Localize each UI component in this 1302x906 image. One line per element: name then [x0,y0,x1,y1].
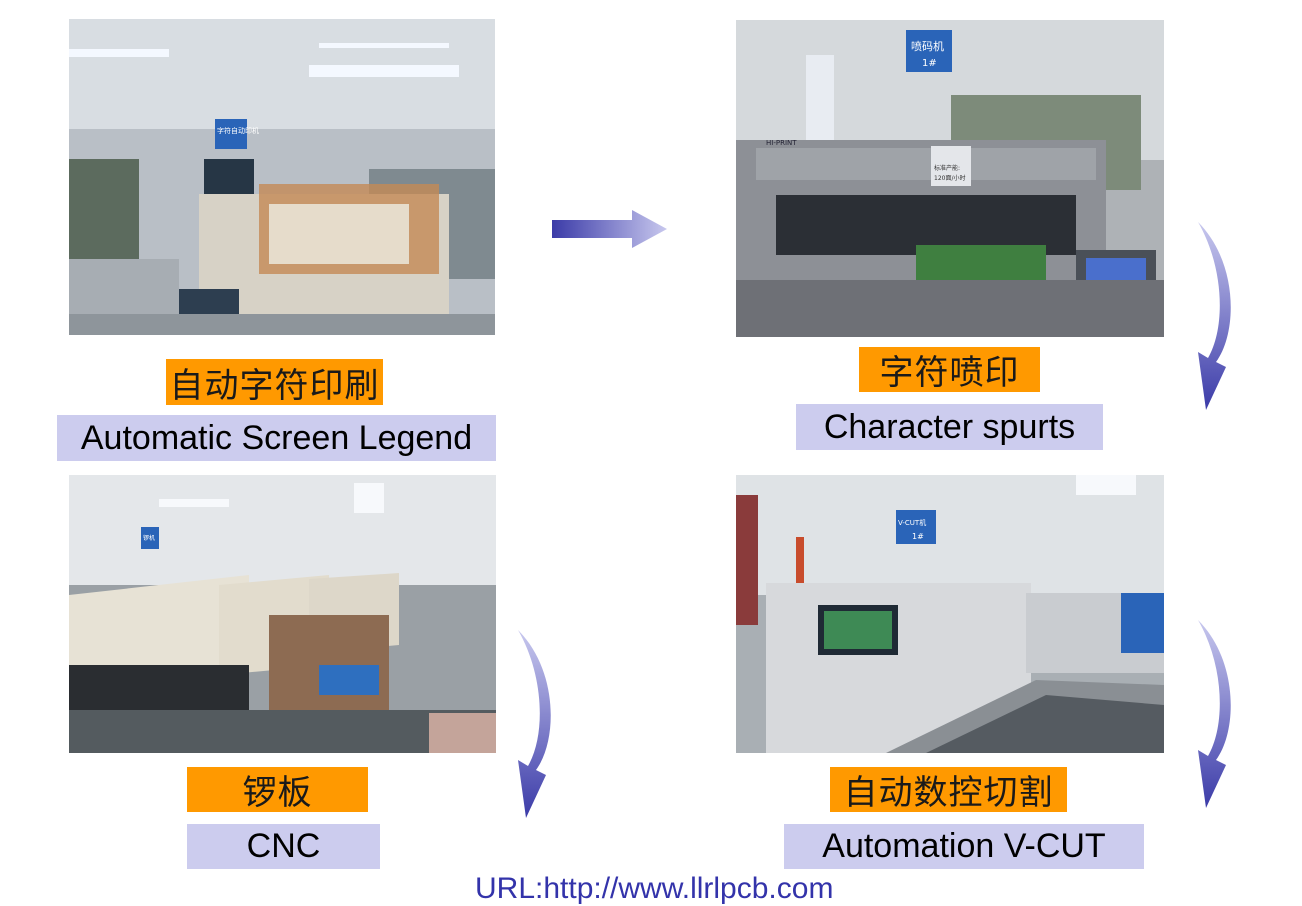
step4-cn-label: 自动数控切割 [830,767,1067,813]
step1-cn-label: 自动字符印刷 [166,359,383,406]
footer-url-link[interactable]: URL:http://www.llrlpcb.com [475,872,834,905]
photo-screen-legend: 字符自动印机 [69,19,495,335]
right-arrow-icon [552,210,667,248]
photo1-sign: 字符自动印机 [217,126,259,135]
photo-character-spurts: 喷码机 1# HI-PRINT 标准产能: 120面/小时 [736,20,1164,337]
photo3-sign: 锣机 [143,534,155,542]
step4-en-label: Automation V-CUT [784,824,1144,869]
photo2-sign-num: 1# [922,58,937,69]
curved-arrow-icon [1198,222,1231,410]
photo4-sign: V-CUT机 [898,518,926,527]
step3-cn-label: 锣板 [187,767,368,813]
photo4-sign-num: 1# [912,532,924,541]
step2-cn-label: 字符喷印 [859,347,1040,393]
photo-vcut: V-CUT机 1# [736,475,1164,753]
step3-en-label: CNC [187,824,380,869]
step2-en-label: Character spurts [796,404,1103,450]
photo2-note2: 120面/小时 [934,174,965,182]
curved-arrow-icon [1198,620,1231,808]
photo2-note1: 标准产能: [934,164,960,172]
photo2-sign: 喷码机 [911,39,944,53]
photo-cnc: 锣机 [69,475,496,753]
curved-arrow-icon [518,630,551,818]
photo2-brand: HI-PRINT [766,139,797,147]
step1-en-label: Automatic Screen Legend [57,415,496,461]
